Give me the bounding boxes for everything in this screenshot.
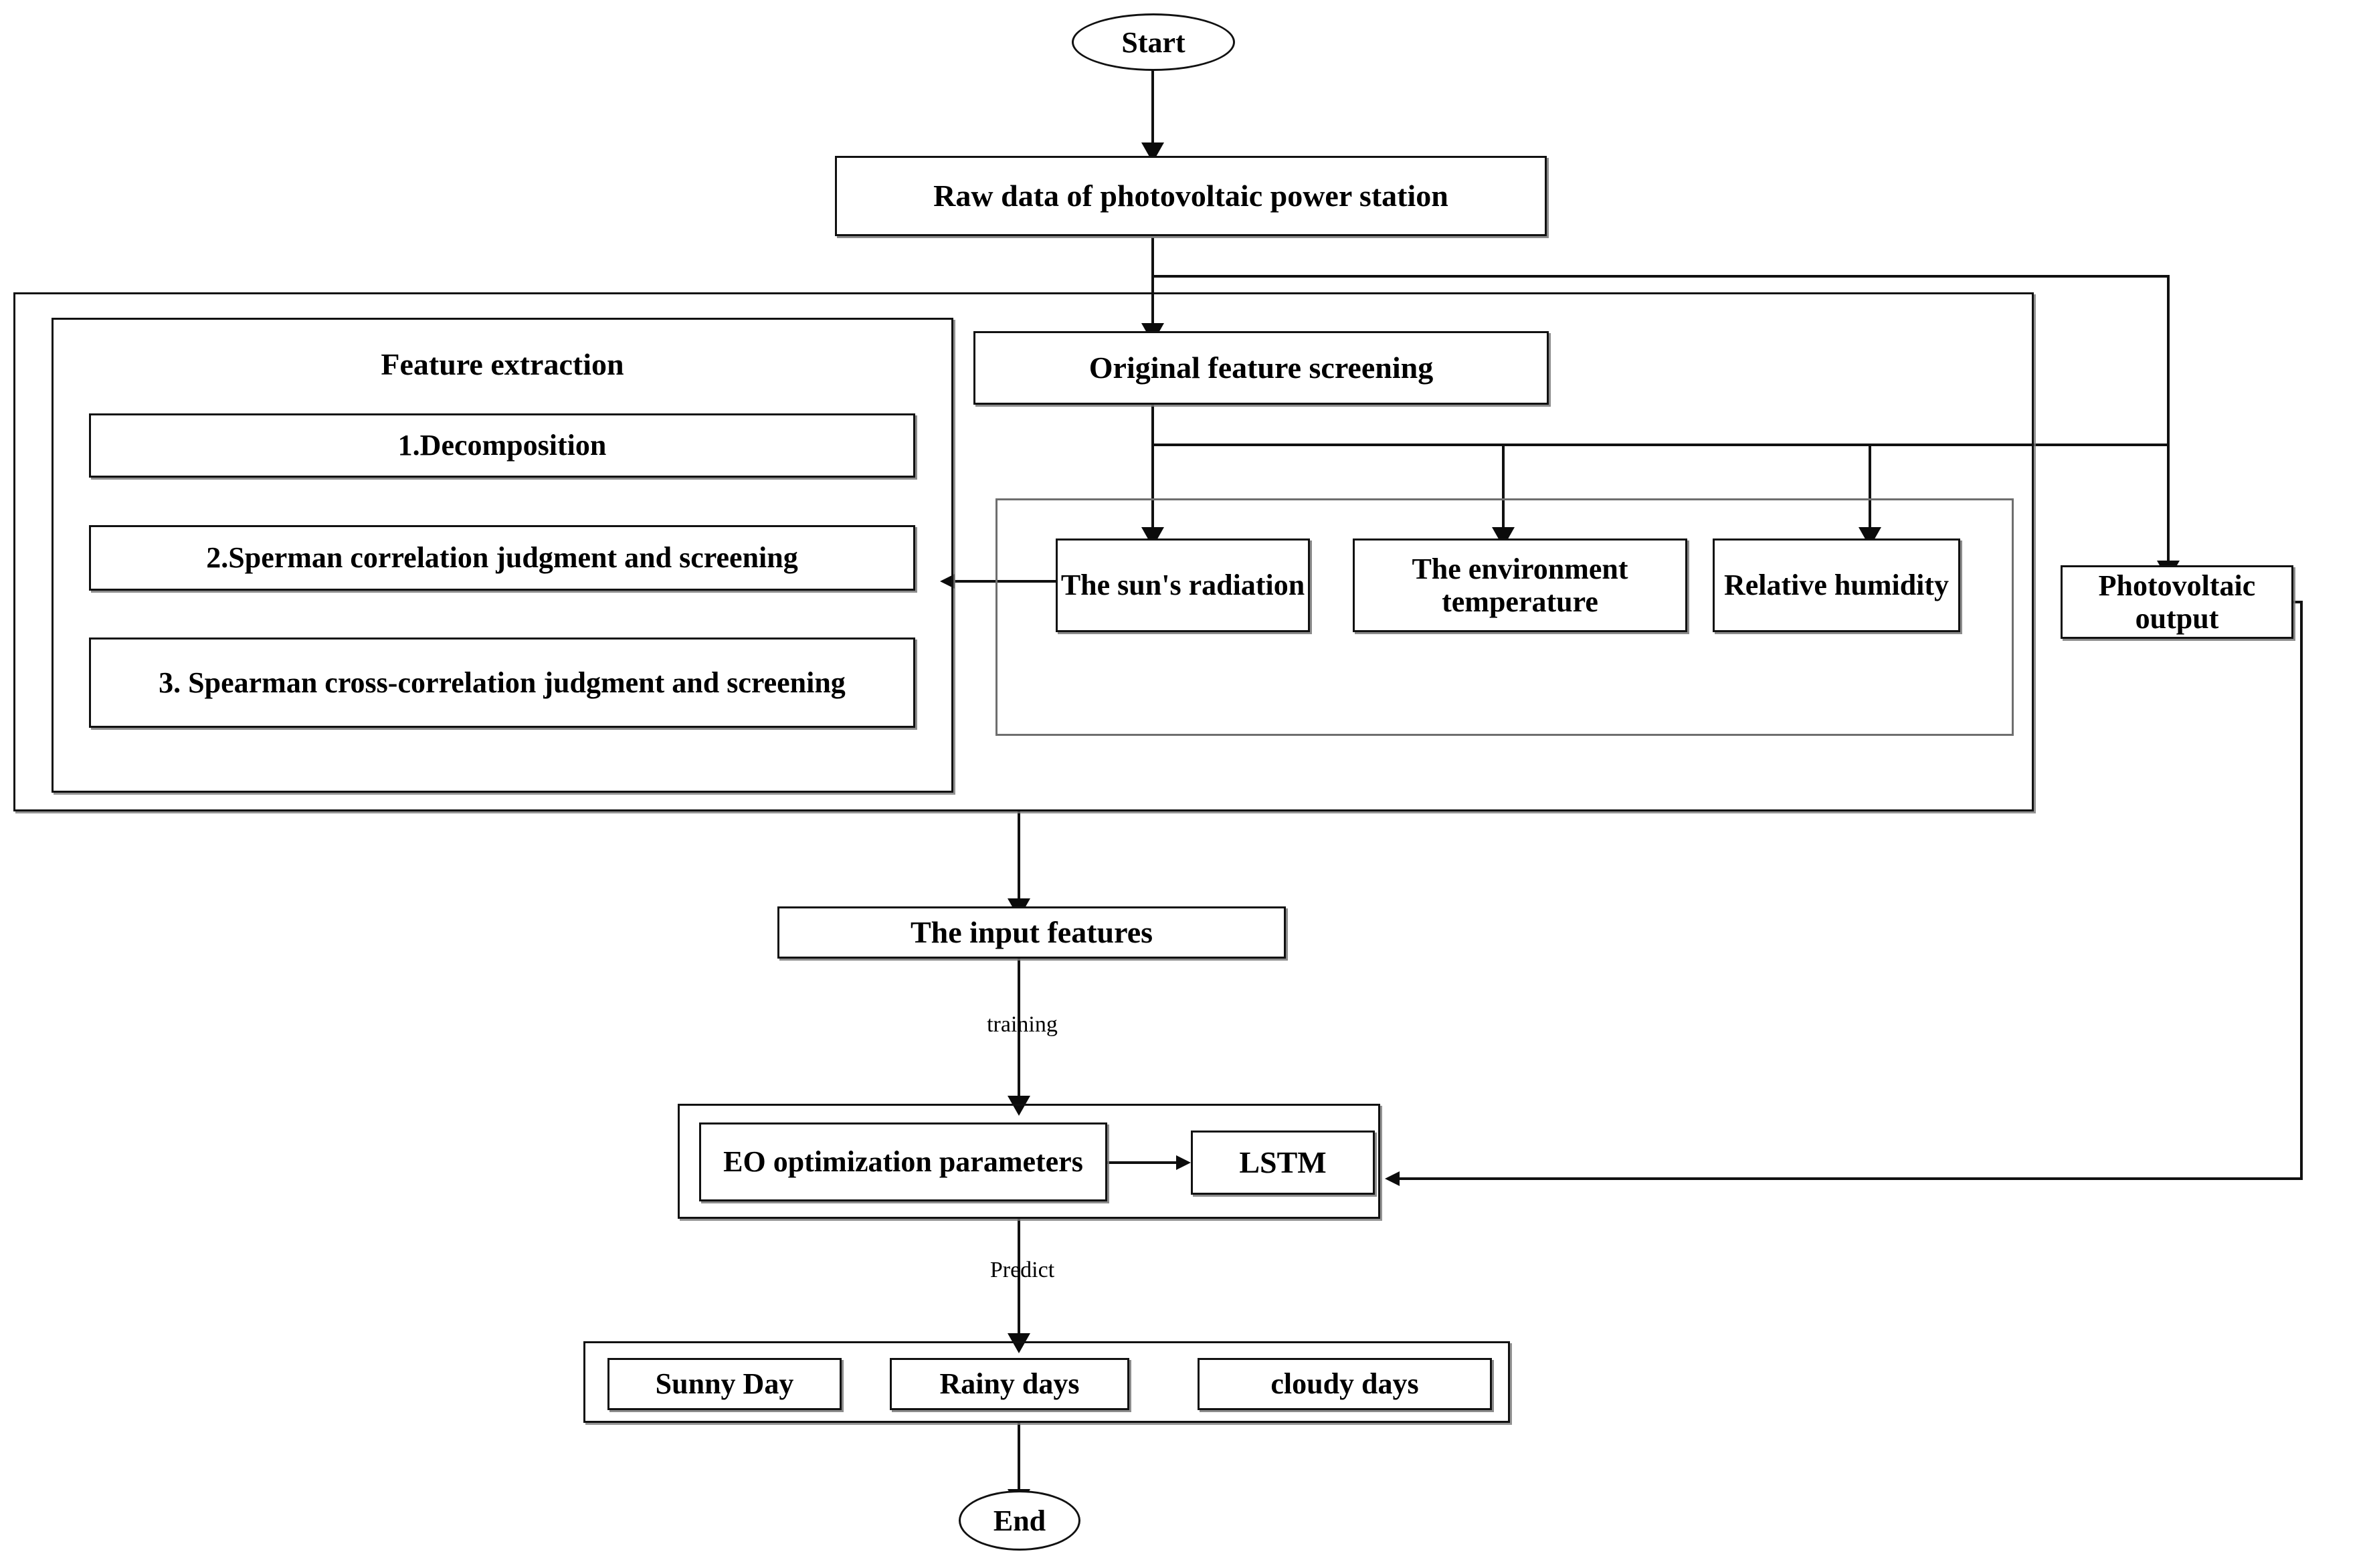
predict-edge-label: Predict (989, 1258, 1055, 1282)
eo-optimization-label: EO optimization parameters (723, 1145, 1083, 1179)
cloudy-days-label: cloudy days (1270, 1367, 1419, 1401)
rainy-days-node[interactable]: Rainy days (890, 1358, 1129, 1410)
start-label: Start (1121, 25, 1185, 59)
input-features-node[interactable]: The input features (777, 906, 1286, 959)
original-feature-screening-label: Original feature screening (1088, 351, 1434, 385)
sun-radiation-node[interactable]: The sun's radiation (1056, 538, 1310, 632)
screened-features-group (995, 498, 2014, 736)
feature-pipeline-container (13, 292, 2034, 811)
raw-data-label: Raw data of photovoltaic power station (933, 179, 1448, 213)
step-decomposition[interactable]: 1.Decomposition (89, 413, 915, 478)
sunny-day-label: Sunny Day (655, 1367, 794, 1401)
feature-extraction-title: Feature extraction (381, 347, 624, 381)
photovoltaic-output-node[interactable]: Photovoltaic output (2061, 565, 2293, 639)
step-spearman-correlation[interactable]: 2.Sperman correlation judgment and scree… (89, 525, 915, 591)
original-feature-screening-node[interactable]: Original feature screening (973, 331, 1549, 405)
rainy-days-label: Rainy days (939, 1367, 1080, 1401)
step-spearman-correlation-label: 2.Sperman correlation judgment and scree… (206, 541, 798, 575)
feature-extraction-panel (52, 318, 953, 793)
training-edge-label: training (987, 1012, 1058, 1037)
relative-humidity-node[interactable]: Relative humidity (1713, 538, 1960, 632)
step-spearman-cross-correlation[interactable]: 3. Spearman cross-correlation judgment a… (89, 638, 915, 728)
input-features-label: The input features (910, 915, 1153, 950)
start-node[interactable]: Start (1072, 13, 1235, 71)
edge-rawdata-to-pv (1153, 275, 2180, 581)
step-decomposition-label: 1.Decomposition (397, 429, 607, 462)
sunny-day-node[interactable]: Sunny Day (607, 1358, 842, 1410)
prediction-outcomes-container (583, 1341, 1510, 1423)
end-node[interactable]: End (959, 1490, 1080, 1551)
photovoltaic-output-label: Photovoltaic output (2098, 569, 2256, 635)
lstm-label: LSTM (1239, 1145, 1327, 1180)
model-container (678, 1104, 1380, 1219)
sun-radiation-label: The sun's radiation (1060, 569, 1305, 602)
cloudy-days-node[interactable]: cloudy days (1198, 1358, 1492, 1410)
environment-temperature-label: The environment temperature (1412, 552, 1628, 618)
eo-optimization-node[interactable]: EO optimization parameters (699, 1122, 1107, 1201)
lstm-node[interactable]: LSTM (1191, 1131, 1375, 1195)
raw-data-node[interactable]: Raw data of photovoltaic power station (835, 156, 1547, 236)
environment-temperature-node[interactable]: The environment temperature (1353, 538, 1687, 632)
end-label: End (993, 1504, 1046, 1537)
relative-humidity-label: Relative humidity (1723, 569, 1950, 602)
step-spearman-cross-correlation-label: 3. Spearman cross-correlation judgment a… (159, 666, 846, 699)
